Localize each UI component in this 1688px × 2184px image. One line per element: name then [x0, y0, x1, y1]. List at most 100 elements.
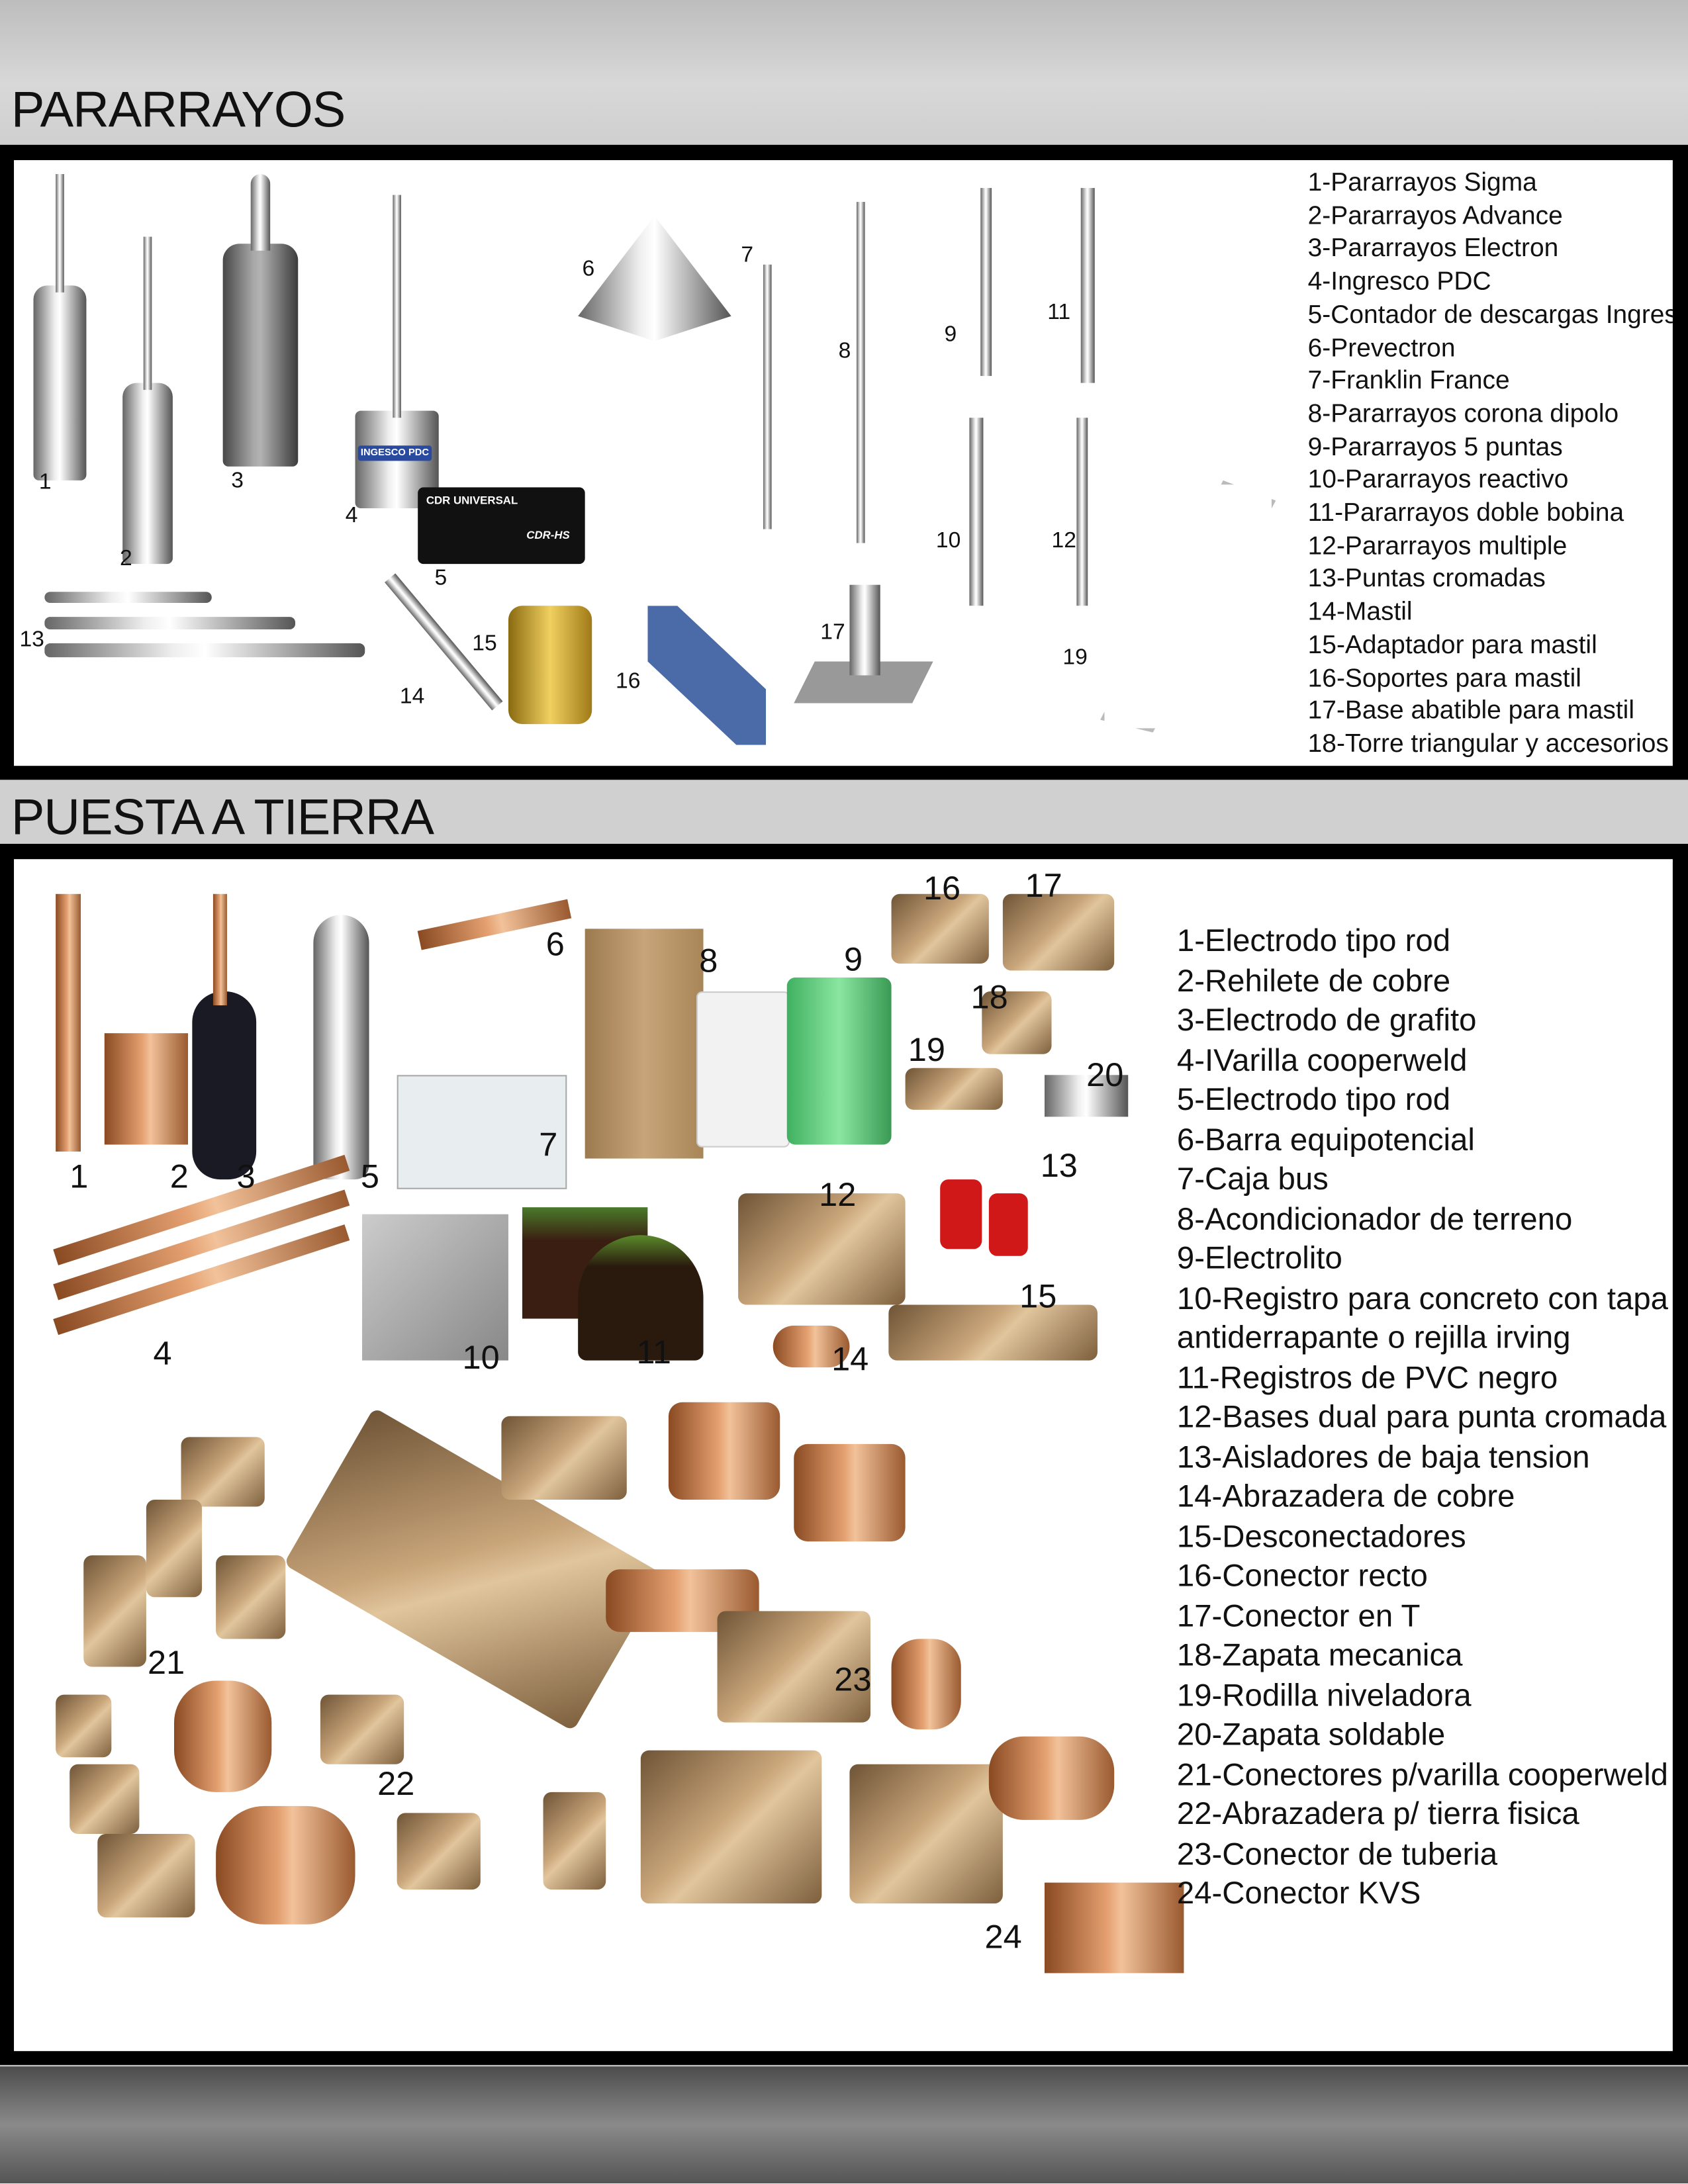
list-item: 10-Registro para concreto con tapa — [1176, 1280, 1669, 1316]
list-item: 2-Rehilete de cobre — [1176, 962, 1451, 998]
product-image-conector — [216, 1805, 355, 1925]
product-image-strike-counter — [418, 487, 585, 565]
list-item: 7-Franklin France — [1307, 365, 1510, 394]
list-item: 8-Acondicionador de terreno — [1176, 1201, 1573, 1236]
item-number: 1 — [38, 471, 52, 494]
product-image-conector-21 — [146, 1500, 203, 1598]
product-image-aislador — [988, 1193, 1028, 1256]
product-image-conector — [988, 1736, 1115, 1820]
item-number: 16 — [615, 670, 641, 694]
item-number: 1 — [70, 1158, 89, 1197]
list-item: 15-Desconectadores — [1176, 1518, 1466, 1554]
product-image-electrodo-rod — [56, 893, 81, 1152]
product-image-conector — [97, 1833, 195, 1918]
list-item: antiderrapante o rejilla irving — [1176, 1320, 1571, 1355]
item-number: 4 — [345, 504, 358, 528]
product-image-conector — [543, 1792, 606, 1890]
product-image-electrodo-rod-5 — [313, 915, 369, 1180]
list-item: 9-Pararrayos 5 puntas — [1307, 431, 1563, 461]
item-number: 10 — [462, 1340, 500, 1377]
item-number: 9 — [844, 941, 863, 979]
product-image-sigma-tip — [56, 174, 64, 293]
item-number: 22 — [377, 1765, 415, 1803]
product-image-conector-21 — [216, 1555, 286, 1639]
list-item: 22-Abrazadera p/ tierra fisica — [1176, 1796, 1579, 1831]
item-number: 3 — [231, 469, 244, 493]
product-image-caja-bus — [397, 1075, 567, 1189]
product-image-franklin-france — [763, 264, 772, 529]
list-item: 2-Pararrayos Advance — [1307, 200, 1563, 230]
list-item: 5-Electrodo tipo rod — [1176, 1081, 1451, 1117]
section-title-pararrayos: PARARRAYOS — [11, 81, 346, 138]
product-image-registro-pvc — [578, 1235, 704, 1361]
product-image-electron — [222, 244, 299, 467]
list-item: 1-Pararrayos Sigma — [1307, 167, 1537, 197]
list-item: 6-Barra equipotencial — [1176, 1121, 1475, 1157]
list-item: 17-Conector en T — [1176, 1598, 1421, 1633]
product-image-prevectron — [578, 216, 731, 341]
item-number: 15 — [1019, 1278, 1057, 1316]
list-item: 14-Mastil — [1307, 596, 1413, 625]
item-number: 4 — [153, 1335, 172, 1373]
ingesco-pdc-marking: INGESCO PDC — [357, 445, 432, 461]
item-number: 10 — [935, 529, 961, 553]
list-item: 11-Registros de PVC negro — [1176, 1359, 1558, 1395]
product-image-conector — [501, 1416, 627, 1500]
item-number: 23 — [834, 1661, 872, 1699]
pararrayos-product-list: 1-Pararrayos Sigma 2-Pararrayos Advance … — [1308, 165, 1673, 760]
product-image-bases-dual — [738, 1193, 906, 1305]
product-image-electron-tip — [250, 174, 271, 251]
list-item: 13-Aisladores de baja tension — [1176, 1439, 1590, 1475]
list-item: 4-Ingresco PDC — [1307, 266, 1491, 296]
list-item: 3-Electrodo de grafito — [1176, 1002, 1477, 1038]
item-number: 6 — [545, 926, 565, 964]
list-item: 3-Pararrayos Electron — [1307, 233, 1559, 263]
product-image-cubeta — [696, 991, 790, 1148]
product-image-conector — [891, 1639, 961, 1730]
list-item: 9-Electrolito — [1176, 1240, 1342, 1276]
list-item: 13-Puntas cromadas — [1307, 563, 1546, 593]
product-image-conector — [668, 1402, 780, 1500]
item-number: 5 — [434, 567, 447, 591]
product-image-conector — [70, 1764, 140, 1834]
product-image-punta-cromada — [44, 643, 365, 658]
product-image-conector — [397, 1813, 481, 1890]
list-item: 24-Conector KVS — [1176, 1876, 1421, 1911]
item-number: 13 — [1040, 1147, 1078, 1185]
product-image-base-tube — [849, 584, 880, 676]
item-number: 19 — [908, 1032, 945, 1069]
item-number: 24 — [984, 1919, 1022, 1957]
item-number: 11 — [1047, 300, 1071, 325]
product-image-punta-cromada — [44, 592, 212, 604]
product-image-conector-tuberia — [717, 1611, 870, 1723]
list-item: 18-Torre triangular y accesorios — [1307, 728, 1669, 758]
item-number: 15 — [472, 632, 497, 656]
product-image-soportes — [647, 606, 767, 745]
product-image-5-puntas — [980, 188, 992, 377]
product-image-punta-cromada — [44, 617, 296, 630]
list-item: 12-Pararrayos multiple — [1307, 530, 1568, 560]
item-number: 17 — [820, 621, 845, 645]
product-image-registro-concreto — [362, 1214, 508, 1361]
product-image-aislador — [940, 1179, 982, 1250]
product-image-rodilla — [905, 1068, 1003, 1110]
product-image-electrodo-grafito — [192, 991, 257, 1180]
product-image-rehilete — [104, 1033, 189, 1145]
product-image-abrazadera-tierra — [320, 1694, 404, 1764]
product-image-conector-21 — [83, 1555, 146, 1667]
item-number: 7 — [539, 1126, 558, 1164]
product-image-conector — [849, 1764, 1003, 1904]
product-image-conector-t — [1002, 893, 1115, 971]
product-image-reactivo — [969, 418, 984, 606]
item-number: 14 — [831, 1341, 869, 1379]
product-image-conector-kvs — [1045, 1882, 1184, 1974]
item-number: 7 — [741, 244, 754, 267]
product-image-corona-dipolo — [856, 202, 865, 543]
list-item: 16-Conector recto — [1176, 1558, 1428, 1593]
item-number: 5 — [360, 1158, 380, 1197]
product-image-doble-bobina — [1080, 188, 1095, 383]
product-image-electrolito — [786, 978, 892, 1145]
item-number: 20 — [1086, 1056, 1124, 1095]
puesta-a-tierra-product-list: 1-Electrodo tipo rod 2-Rehilete de cobre… — [1177, 922, 1668, 1914]
item-number: 21 — [148, 1644, 185, 1682]
